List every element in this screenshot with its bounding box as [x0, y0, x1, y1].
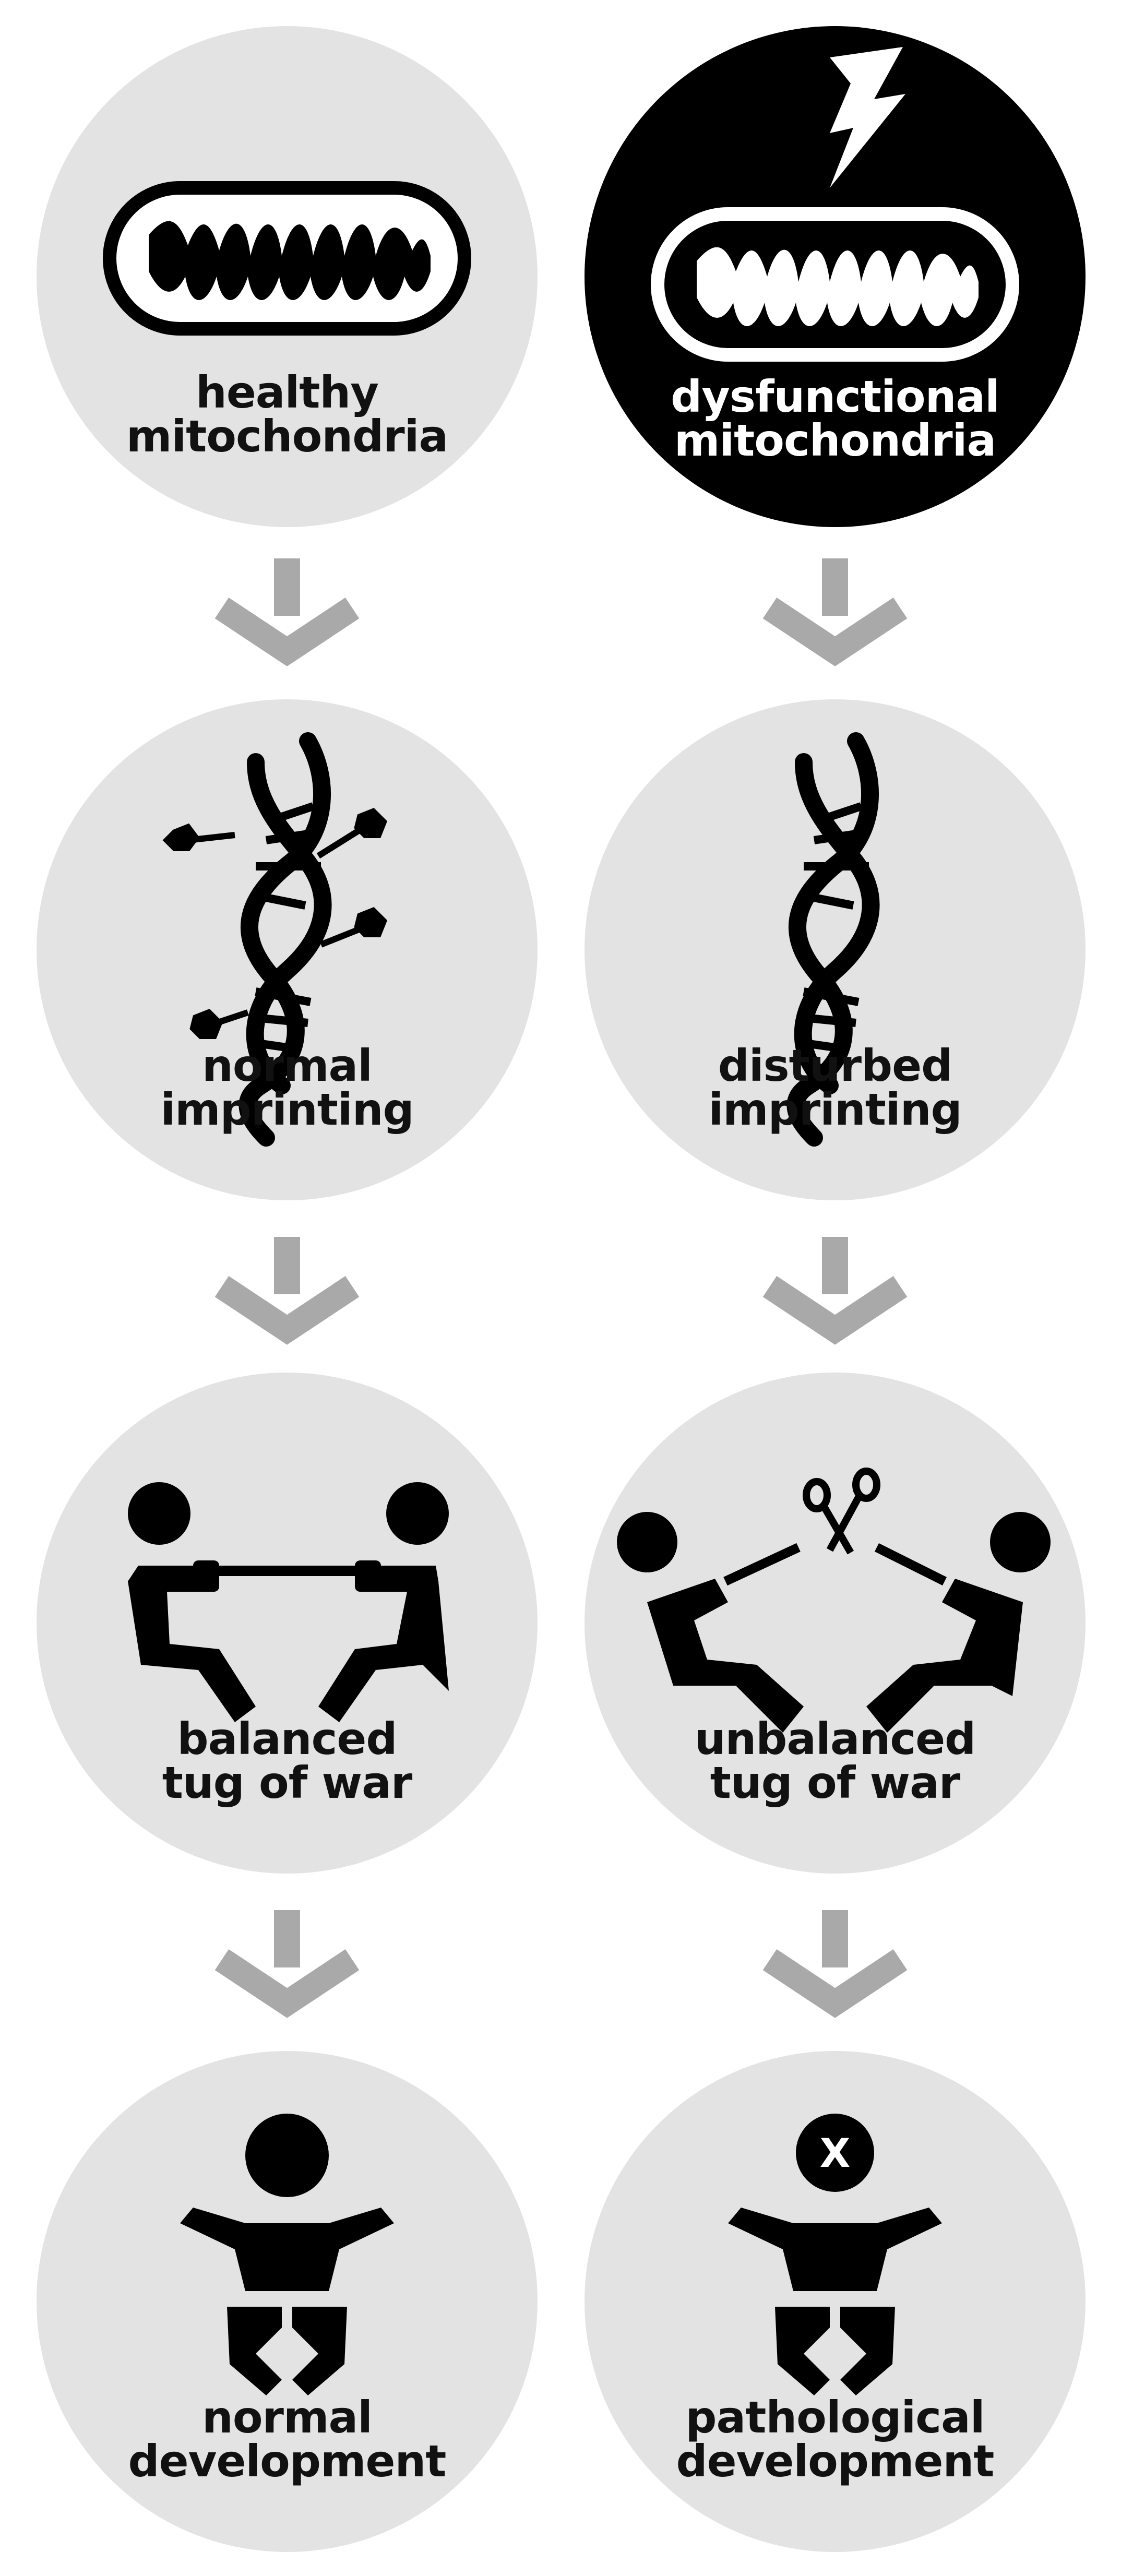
affected-baby-icon: X [728, 2114, 942, 2395]
node-disturbed-imprinting: disturbed imprinting [585, 699, 1086, 1200]
node-label: healthy mitochondria [126, 367, 448, 462]
arrow-down-icon [209, 1910, 365, 2020]
node-dysfunctional-mitochondria: dysfunctional mitochondria [585, 26, 1086, 527]
node-normal-imprinting: normal imprinting [37, 699, 538, 1200]
arrow-down-icon [757, 1237, 913, 1346]
mitochondrion-icon [103, 181, 471, 336]
node-label: dysfunctional mitochondria [671, 371, 1000, 466]
arrow-down-icon [757, 1910, 913, 2020]
node-healthy-mitochondria: healthy mitochondria [37, 26, 538, 527]
arrow-down-icon [757, 558, 913, 668]
baby-icon [180, 2114, 394, 2395]
cut-rope-tug-of-war-icon [617, 1468, 1051, 1733]
node-label: unbalanced tug of war [694, 1713, 976, 1808]
node-unbalanced-tug-of-war: unbalanced tug of war [585, 1373, 1086, 1874]
node-label: pathological development [676, 2392, 995, 2487]
node-label: normal development [128, 2392, 447, 2487]
node-label: disturbed imprinting [708, 1040, 962, 1135]
x-mark: X [820, 2130, 851, 2176]
node-normal-development: normal development [37, 2051, 538, 2552]
dna-icon [786, 732, 880, 1147]
arrow-down-icon [209, 1237, 365, 1346]
node-label: balanced tug of war [162, 1713, 413, 1808]
damaged-mitochondrion-icon [651, 47, 1019, 362]
dna-methylated-icon [162, 732, 388, 1147]
tug-of-war-icon [128, 1482, 449, 1722]
arrow-down-icon [209, 558, 365, 668]
node-label: normal imprinting [160, 1040, 414, 1135]
scissors-icon [803, 1468, 880, 1555]
lightning-icon [830, 47, 905, 188]
node-pathological-development: X pathological development [585, 2051, 1086, 2552]
node-balanced-tug-of-war: balanced tug of war [37, 1373, 538, 1874]
